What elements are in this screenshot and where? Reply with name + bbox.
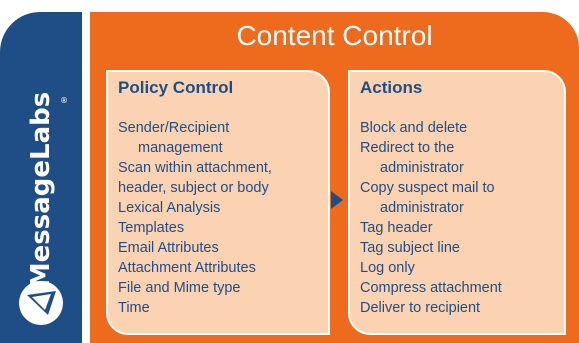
list-item: Tag subject line xyxy=(360,240,460,256)
list-item: Log only xyxy=(360,260,415,276)
list-item: Scan within attachment, xyxy=(118,160,272,176)
messagelabs-logo-icon xyxy=(19,281,63,325)
brand-name: MessageLabs xyxy=(26,91,56,289)
list-item: Email Attributes xyxy=(118,240,219,256)
list-item: Block and delete xyxy=(360,120,468,136)
list-item: Tag header xyxy=(360,220,433,236)
list-item: Time xyxy=(118,300,150,316)
registered-mark: ® xyxy=(60,96,68,105)
diagram-title: Content Control xyxy=(236,20,433,51)
list-item: Attachment Attributes xyxy=(118,260,256,276)
policy-control-heading: Policy Control xyxy=(118,78,234,97)
list-item: File and Mime type xyxy=(118,280,241,296)
list-item: Deliver to recipient xyxy=(360,300,481,316)
actions-heading: Actions xyxy=(360,78,423,97)
actions-box: Actions Block and delete Redirect to the… xyxy=(348,70,566,335)
list-item: Lexical Analysis xyxy=(118,200,221,216)
list-item: header, subject or body xyxy=(118,180,269,196)
right-arrow-icon xyxy=(331,191,343,209)
list-item: Compress attachment xyxy=(360,280,502,296)
list-item: Templates xyxy=(118,220,185,236)
